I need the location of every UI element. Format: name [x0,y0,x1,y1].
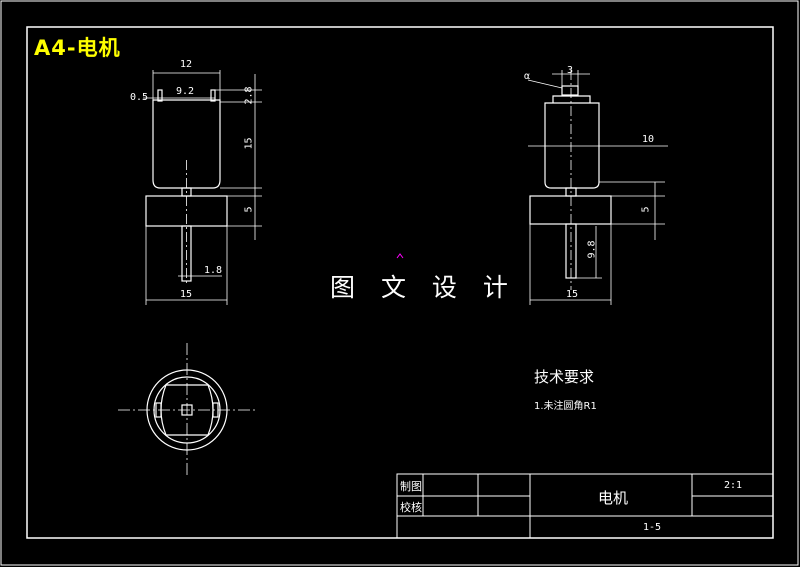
dim-front-shaft-dia: 1.8 [204,265,223,276]
dim-side-shaft-length: 9.8 [586,240,598,259]
side-view-dimensions [527,70,668,305]
title-block [396,473,774,539]
dim-side-top-width: 3 [567,65,574,76]
title-block-checked-label: 校核 [400,501,422,514]
dim-front-base-height: 5 [243,206,255,213]
side-view [529,70,612,290]
dim-front-pin-span: 9.2 [176,86,195,97]
dim-front-width: 12 [180,59,193,70]
title-block-drawn-label: 制图 [400,480,422,493]
dim-front-pin-height: 2.8 [243,86,255,105]
watermark-text: 图 文 设 计 [330,273,517,302]
dim-front-base-width: 15 [180,289,193,300]
dim-front-body-height: 15 [243,137,255,150]
dim-side-base-height: 5 [640,206,652,213]
drawing-title-tag: A4-电机 [34,36,121,60]
dim-front-pin-offset: 0.5 [130,92,149,103]
top-view [118,343,256,476]
front-view-dimensions [143,70,262,305]
dim-side-base-width: 15 [566,289,579,300]
title-block-sheet: 1-5 [643,522,662,533]
front-view [145,89,228,284]
tech-requirement-item: 1.未注圆角R1 [534,401,597,412]
center-marker-icon [396,253,404,259]
title-block-part-name: 电机 [598,489,629,507]
dim-side-body-ref: 10 [642,134,655,145]
dim-side-angle: α [524,71,531,82]
title-block-scale: 2:1 [724,480,743,491]
tech-requirements-title: 技术要求 [534,368,595,386]
